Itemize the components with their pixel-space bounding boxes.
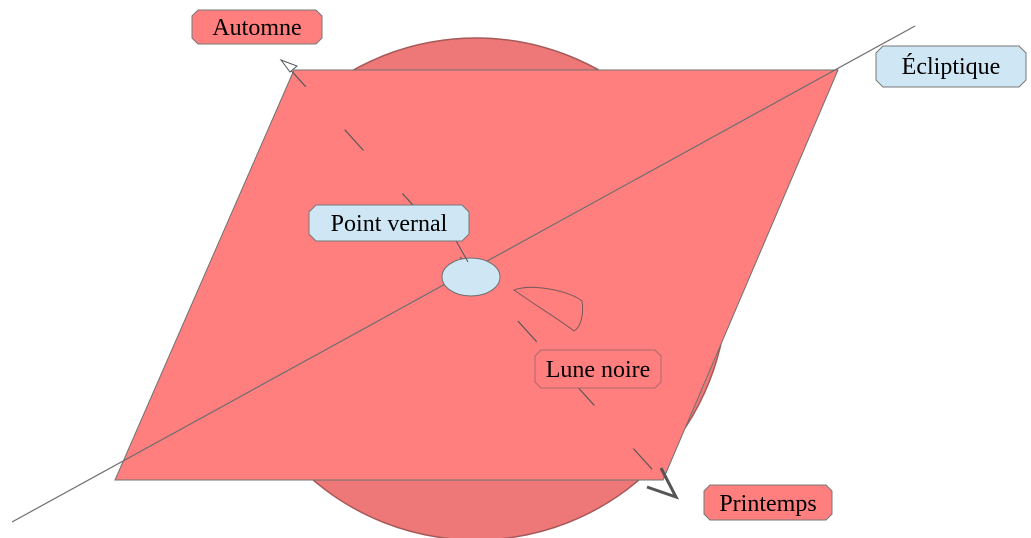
node-ellipse — [441, 257, 501, 297]
arrow-spring-icon — [646, 467, 680, 500]
label-spring: Printemps — [703, 484, 833, 521]
moon-loop — [512, 286, 584, 332]
arrow-autumn-icon — [279, 58, 298, 73]
vernal-leader — [454, 238, 469, 263]
label-spring-text: Printemps — [719, 491, 816, 517]
label-black-moon-text: Lune noire — [546, 357, 651, 383]
label-ecliptic-text: Écliptique — [902, 54, 1001, 80]
label-vernal-point-text: Point vernal — [331, 211, 448, 237]
label-vernal-point: Point vernal — [308, 204, 470, 242]
label-autumn-text: Automne — [212, 15, 301, 41]
label-autumn: Automne — [191, 9, 323, 45]
label-ecliptic: Écliptique — [875, 45, 1027, 88]
label-black-moon: Lune noire — [534, 349, 662, 389]
